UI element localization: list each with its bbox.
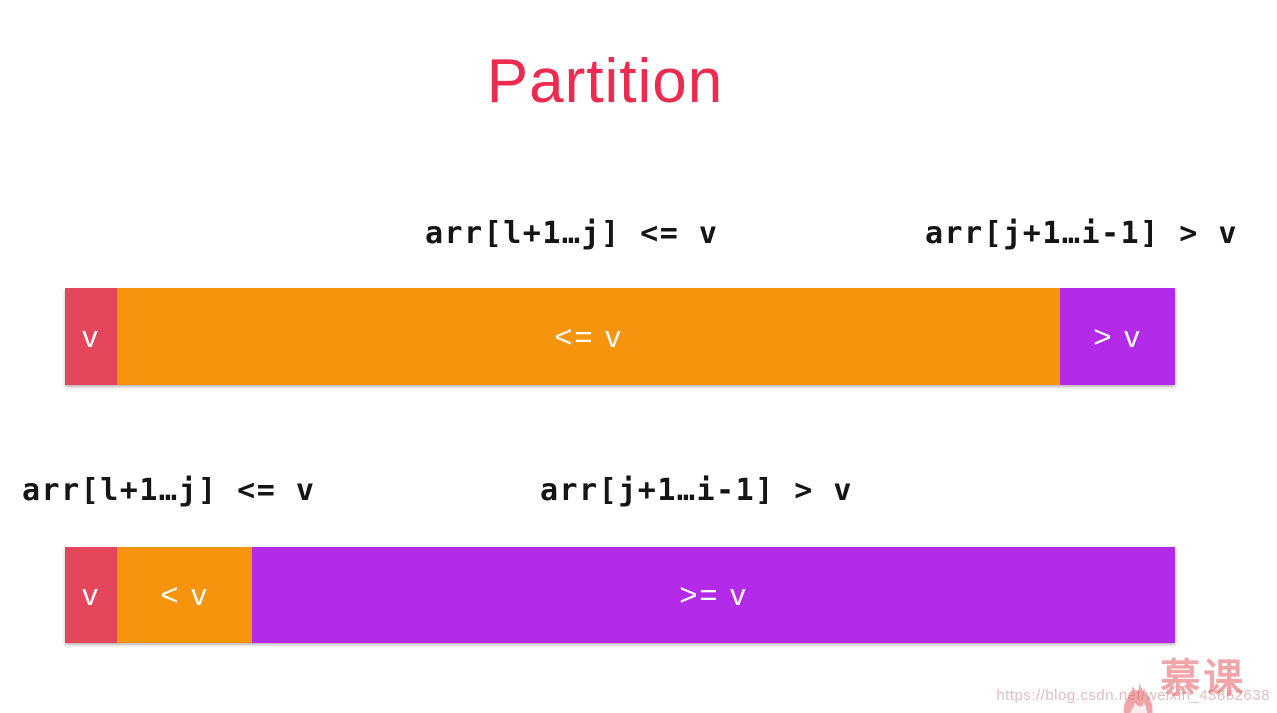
segment-less-label: < v xyxy=(160,577,209,612)
segment-less-or-equal: <= v xyxy=(117,288,1060,385)
segment-less-or-equal-label: <= v xyxy=(554,318,623,354)
segment-greater-or-equal-label: >= v xyxy=(679,577,748,612)
annotation-bottom-right: arr[j+1…i-1] > v xyxy=(540,473,853,508)
annotation-bottom-left: arr[l+1…j] <= v xyxy=(22,473,316,508)
page-title: Partition xyxy=(486,47,724,116)
segment-greater-label: > v xyxy=(1093,318,1142,354)
segment-pivot-label: v xyxy=(82,318,100,354)
segment-greater: > v xyxy=(1060,288,1175,385)
annotation-top-left: arr[l+1…j] <= v xyxy=(425,216,719,251)
segment-less: < v xyxy=(117,547,252,643)
partition-bar-top: v <= v > v xyxy=(65,288,1175,385)
partition-bar-bottom: v < v >= v xyxy=(65,547,1175,643)
segment-pivot-label: v xyxy=(82,577,100,612)
watermark-logo: 慕课网 xyxy=(1120,652,1277,713)
segment-greater-or-equal: >= v xyxy=(252,547,1175,643)
segment-pivot: v xyxy=(65,288,117,385)
segment-pivot: v xyxy=(65,547,117,643)
annotation-top-right: arr[j+1…i-1] > v xyxy=(925,216,1238,251)
flame-icon xyxy=(1123,682,1153,713)
watermark-logo-text: 慕课网 xyxy=(1160,657,1247,713)
